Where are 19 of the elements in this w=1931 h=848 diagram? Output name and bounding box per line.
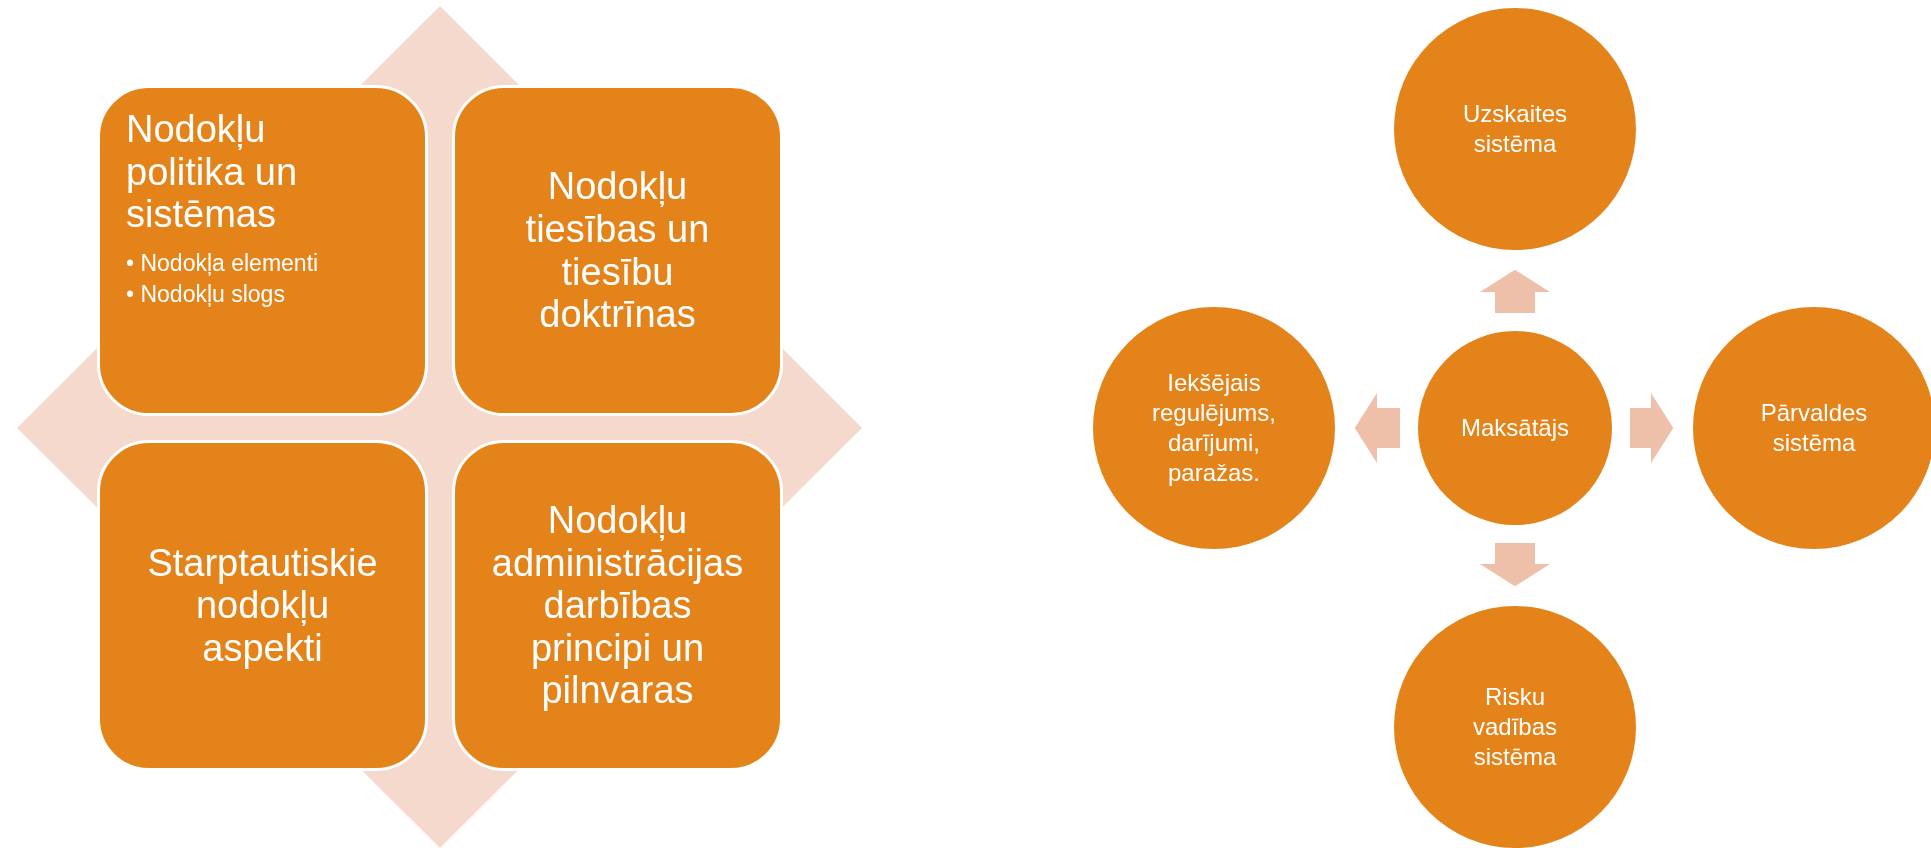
block-arrow [1480,543,1550,587]
box-title: Nodokļu tiesības un tiesību doktrīnas [524,165,711,336]
box-title: Starptautiskie nodokļu aspekti [146,541,379,670]
block-arrow [1630,393,1674,463]
rounded-box [452,440,783,771]
rounded-box [452,85,783,416]
box-title: Nodokļu administrācijas darbības principi un pilnvaras [491,499,744,712]
bullet-item: • Nodokļu slogs [126,279,286,309]
circle-label: Maksātājs [1460,413,1569,443]
circle-label: Risku vadības sistēma [1471,682,1559,772]
rounded-box [97,440,428,771]
rounded-box [97,85,428,416]
circle-label: Iekšējais regulējums, darījumi, paražas. [1150,368,1278,488]
circle-label: Uzskaites sistēma [1462,99,1568,159]
bullet-item: • Nodokļa elementi [126,248,319,278]
box-title: Nodokļu politika un sistēmas [126,108,299,236]
block-arrow [1354,393,1400,463]
block-arrow [1480,269,1550,313]
circle-label: Pārvaldes sistēma [1759,398,1869,458]
